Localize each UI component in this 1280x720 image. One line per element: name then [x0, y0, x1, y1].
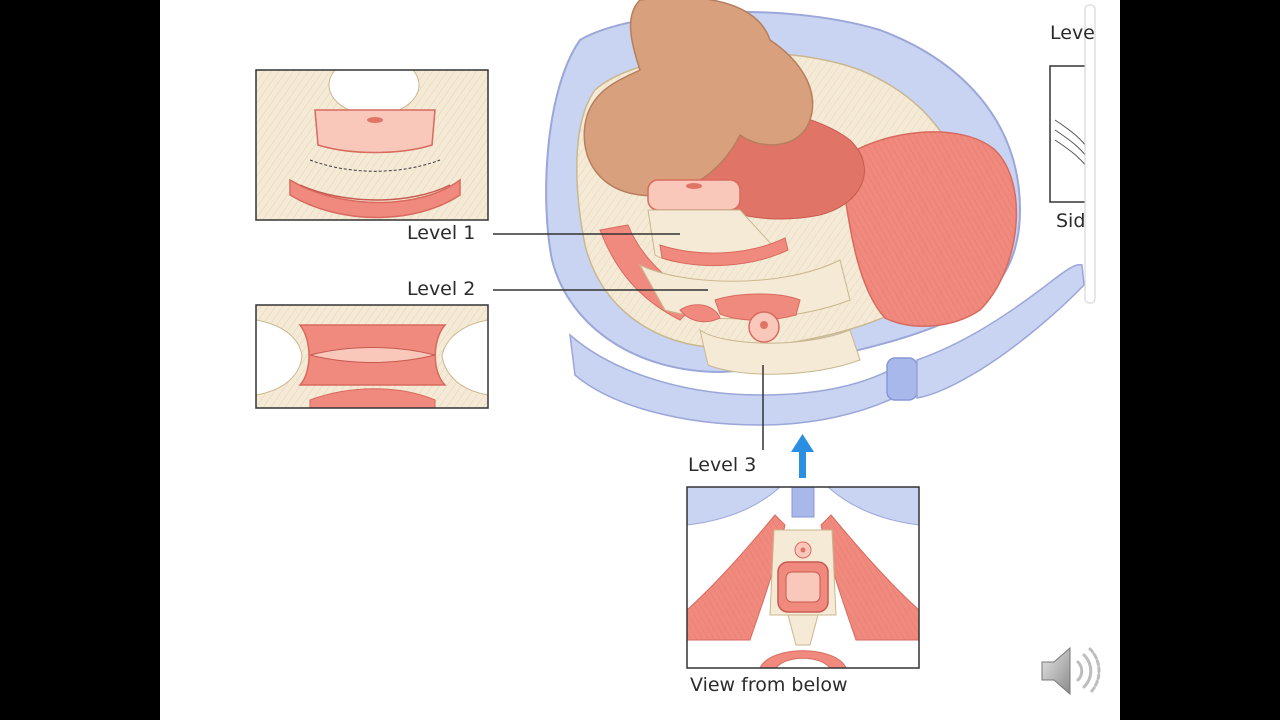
uterus — [583, 0, 814, 197]
pubic-ramus-right — [916, 263, 1085, 399]
label-cut-side: Sid — [1056, 210, 1086, 232]
view-arrow — [791, 434, 814, 478]
letterbox-right — [1120, 0, 1280, 720]
label-cut-level: Leve — [1050, 22, 1095, 44]
label-level3: Level 3 — [688, 454, 757, 476]
scrollbar-edge — [1084, 4, 1096, 304]
label-level2: Level 2 — [407, 278, 476, 300]
label-level1: Level 1 — [407, 222, 476, 244]
inset-side-view-frame — [1049, 65, 1090, 203]
inset-level2 — [256, 305, 488, 408]
speaker-sound-icon[interactable] — [1038, 640, 1104, 702]
speaker-glyph — [1041, 646, 1101, 696]
level3-perineal-body — [699, 328, 861, 375]
main-pelvis-illustration — [545, 0, 1085, 426]
inset-side-view-partial — [1050, 66, 1090, 202]
inset-level2-frame — [255, 304, 489, 409]
inset-level1 — [256, 70, 488, 220]
pelvic-floor-diagram — [255, 0, 1096, 669]
inset-level1-frame — [255, 69, 489, 221]
pubic-symphysis — [886, 357, 918, 401]
letterbox-left — [0, 0, 160, 720]
inset-view-from-below-frame — [686, 486, 920, 669]
label-view-from-below: View from below — [690, 674, 848, 696]
inset-view-from-below — [687, 487, 919, 668]
slide: Level 1 Level 2 Level 3 View from below … — [160, 0, 1120, 720]
